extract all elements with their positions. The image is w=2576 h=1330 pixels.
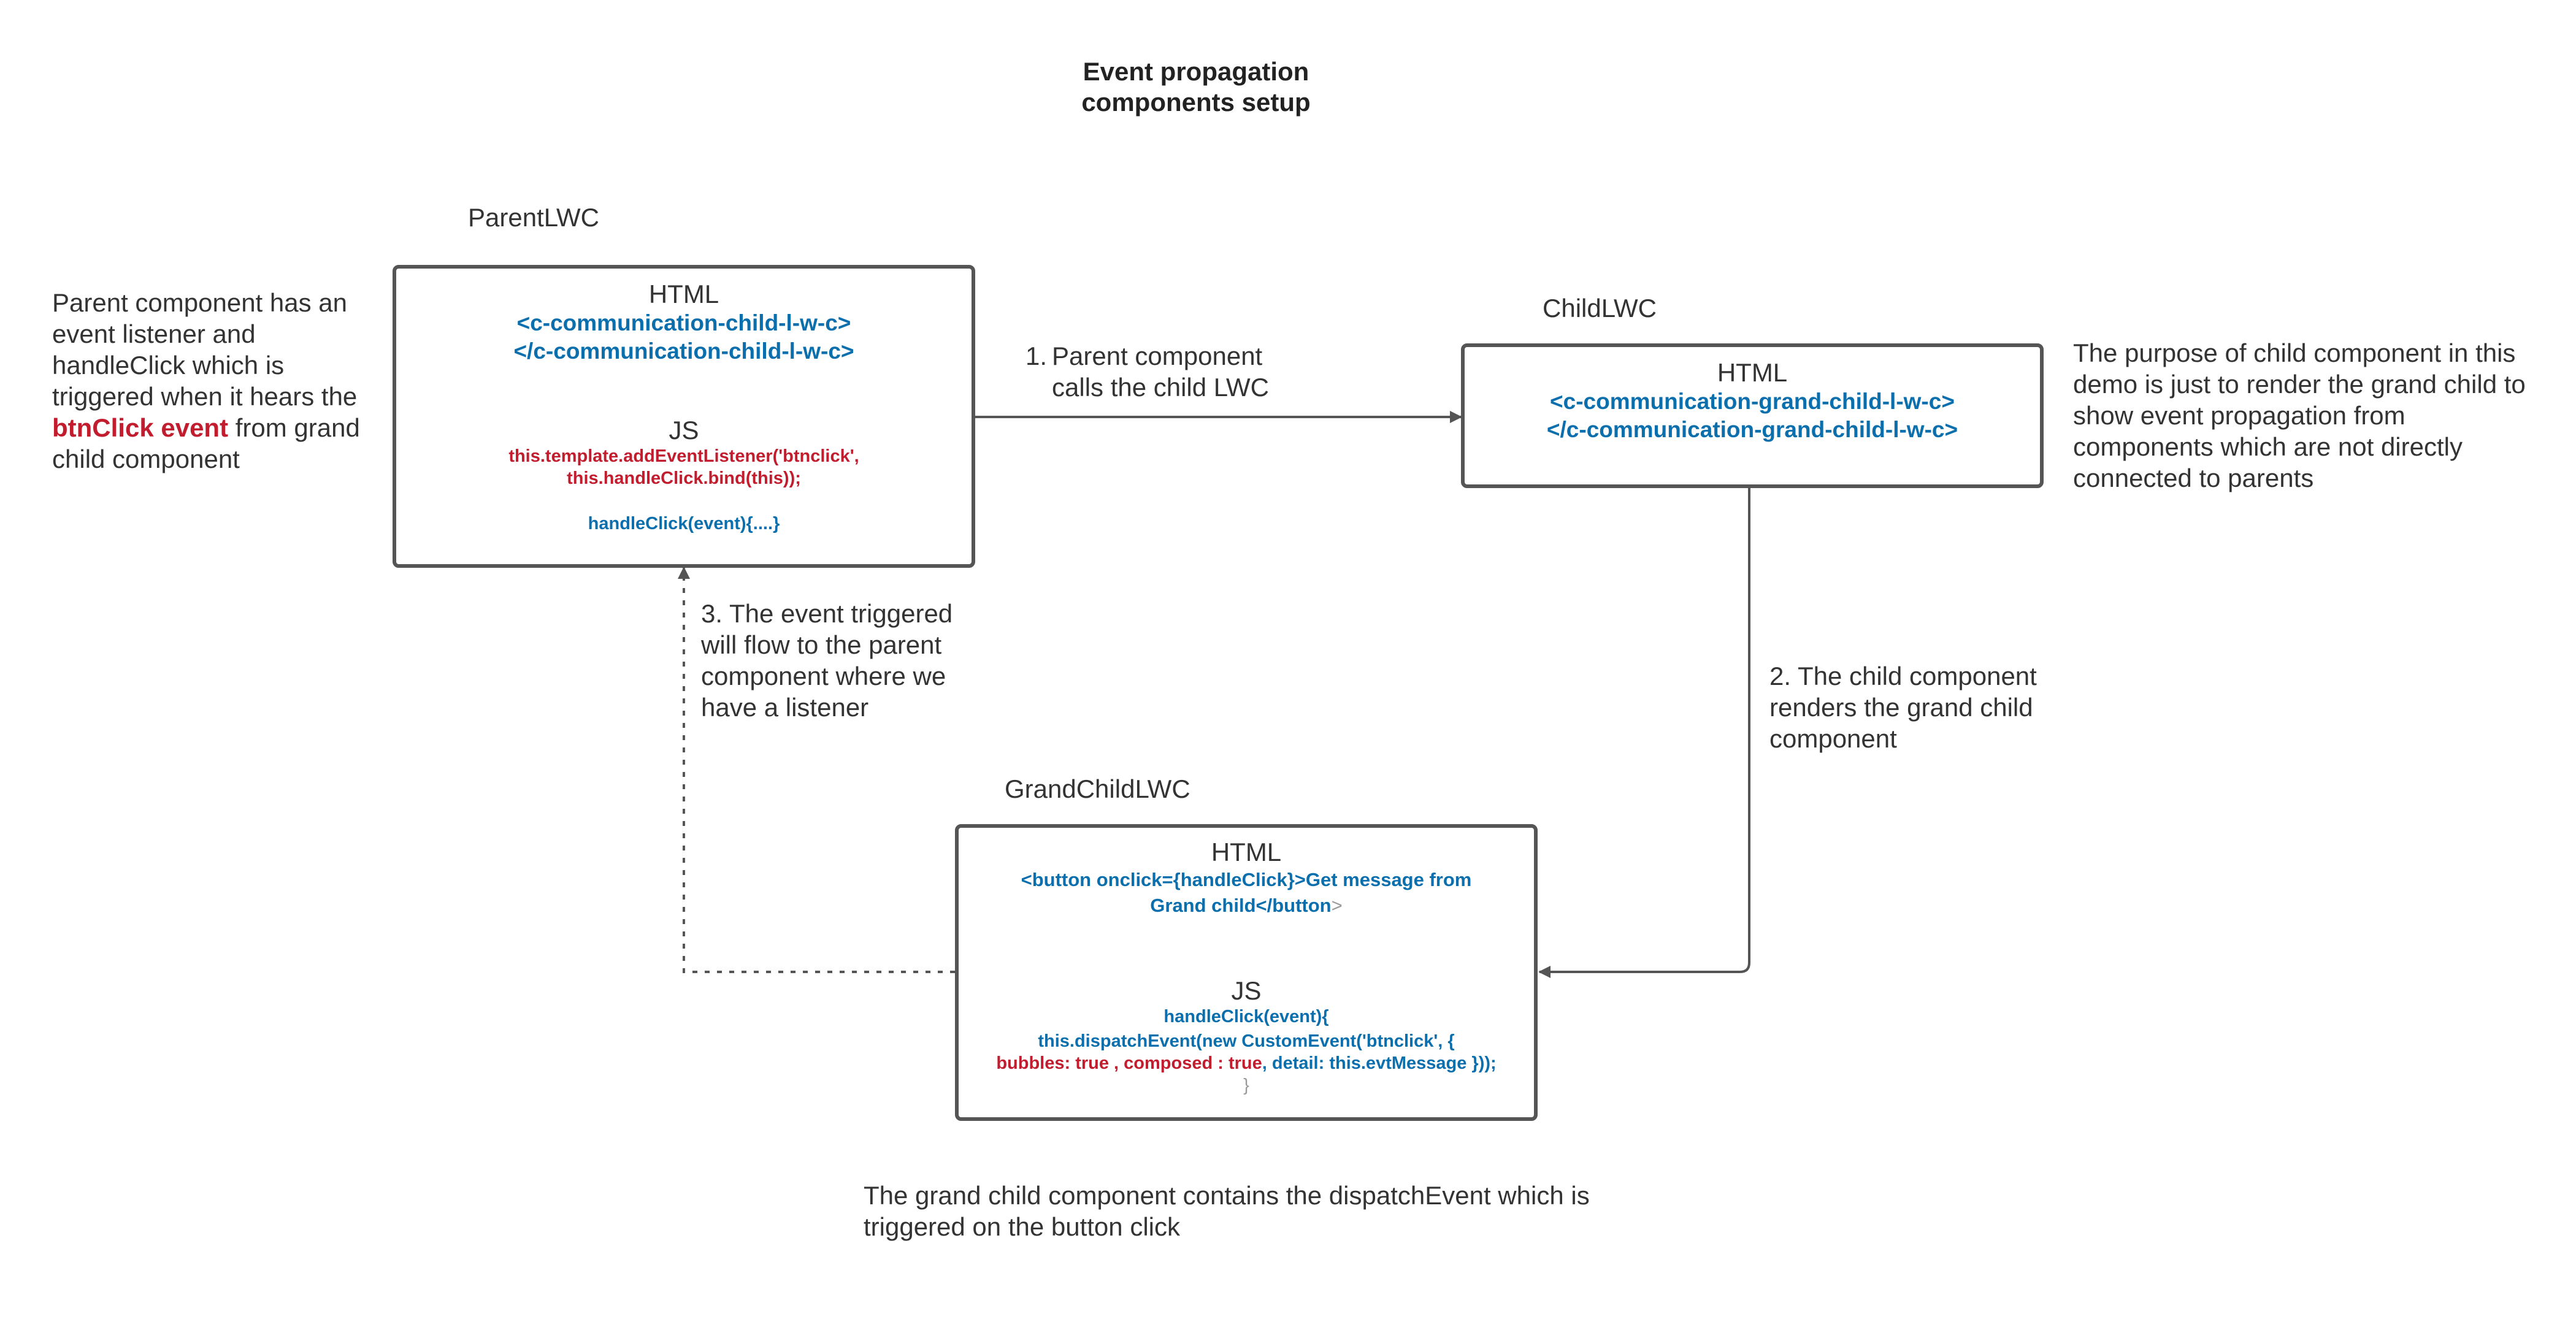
child-html-line1: <c-communication-grand-child-l-w-c>: [1550, 389, 1955, 414]
child-lwc-box: HTML <c-communication-grand-child-l-w-c>…: [1461, 343, 2044, 488]
grandchild-js-line2: this.dispatchEvent(new CustomEvent('btnc…: [1038, 1031, 1455, 1051]
grandchild-lwc-box: HTML <button onclick={handleClick}>Get m…: [955, 824, 1538, 1121]
diagram-title-line2: components setup: [1081, 88, 1311, 117]
parent-note-highlight: btnClick event: [52, 413, 229, 442]
parent-js-line2: this.handleClick.bind(this));: [567, 468, 801, 488]
child-html-heading: HTML: [1717, 358, 1788, 387]
parent-note-before: Parent component has an event listener a…: [52, 288, 358, 411]
grandchild-html-line2-tail: >: [1331, 895, 1343, 916]
parent-html-line1: <c-communication-child-l-w-c>: [516, 310, 851, 335]
parent-lwc-label: ParentLWC: [468, 203, 599, 232]
grandchild-html-heading: HTML: [1211, 838, 1282, 866]
parent-js-line1: this.template.addEventListener('btnclick…: [508, 446, 859, 466]
edge-label-step3: 3. The event triggered will flow to the …: [701, 599, 953, 722]
grandchild-lwc-label: GrandChildLWC: [1005, 774, 1190, 803]
grandchild-html-line2: Grand child</button: [1150, 895, 1332, 916]
parent-js-line3: handleClick(event){....}: [588, 514, 780, 533]
edge-label-step1-number: 1.: [1025, 342, 1048, 370]
edge-child-to-grandchild: [1538, 488, 1750, 978]
parent-note: Parent component has an event listener a…: [52, 287, 377, 475]
grandchild-html-line2-wrap: Grand child</button>: [959, 893, 1534, 919]
parent-html-line2: </c-communication-child-l-w-c>: [513, 338, 854, 364]
diagram-title: Event propagation components setup: [957, 56, 1435, 118]
parent-note-after: from grand child component: [52, 413, 360, 473]
grandchild-js-line3-red: bubbles: true , composed : true: [996, 1053, 1262, 1073]
edge-grandchild-to-parent: [678, 567, 955, 973]
grandchild-html-line1: <button onclick={handleClick}>Get messag…: [1021, 869, 1472, 890]
child-note: The purpose of child component in this d…: [2073, 338, 2526, 492]
grandchild-js-line3: bubbles: true , composed : true, detail:…: [959, 1052, 1534, 1074]
edge-label-step2: 2. The child component renders the grand…: [1769, 662, 2037, 753]
edge-label-step1: Parent component calls the child LWC: [1052, 342, 1270, 402]
grandchild-js-heading: JS: [1231, 976, 1262, 1005]
diagram-title-line1: Event propagation: [1083, 57, 1309, 86]
child-lwc-label: ChildLWC: [1543, 294, 1657, 323]
parent-js-heading: JS: [669, 416, 699, 445]
grandchild-js-line1: handleClick(event){: [1163, 1007, 1329, 1026]
child-html-line2: </c-communication-grand-child-l-w-c>: [1546, 417, 1958, 442]
parent-html-heading: HTML: [648, 280, 719, 308]
grandchild-js-line3-blue: , detail: this.evtMessage }));: [1262, 1053, 1497, 1073]
grandchild-js-line4: }: [1243, 1076, 1249, 1095]
parent-lwc-box: HTML <c-communication-child-l-w-c> </c-c…: [393, 265, 975, 568]
grandchild-note: The grand child component contains the d…: [864, 1181, 1590, 1241]
